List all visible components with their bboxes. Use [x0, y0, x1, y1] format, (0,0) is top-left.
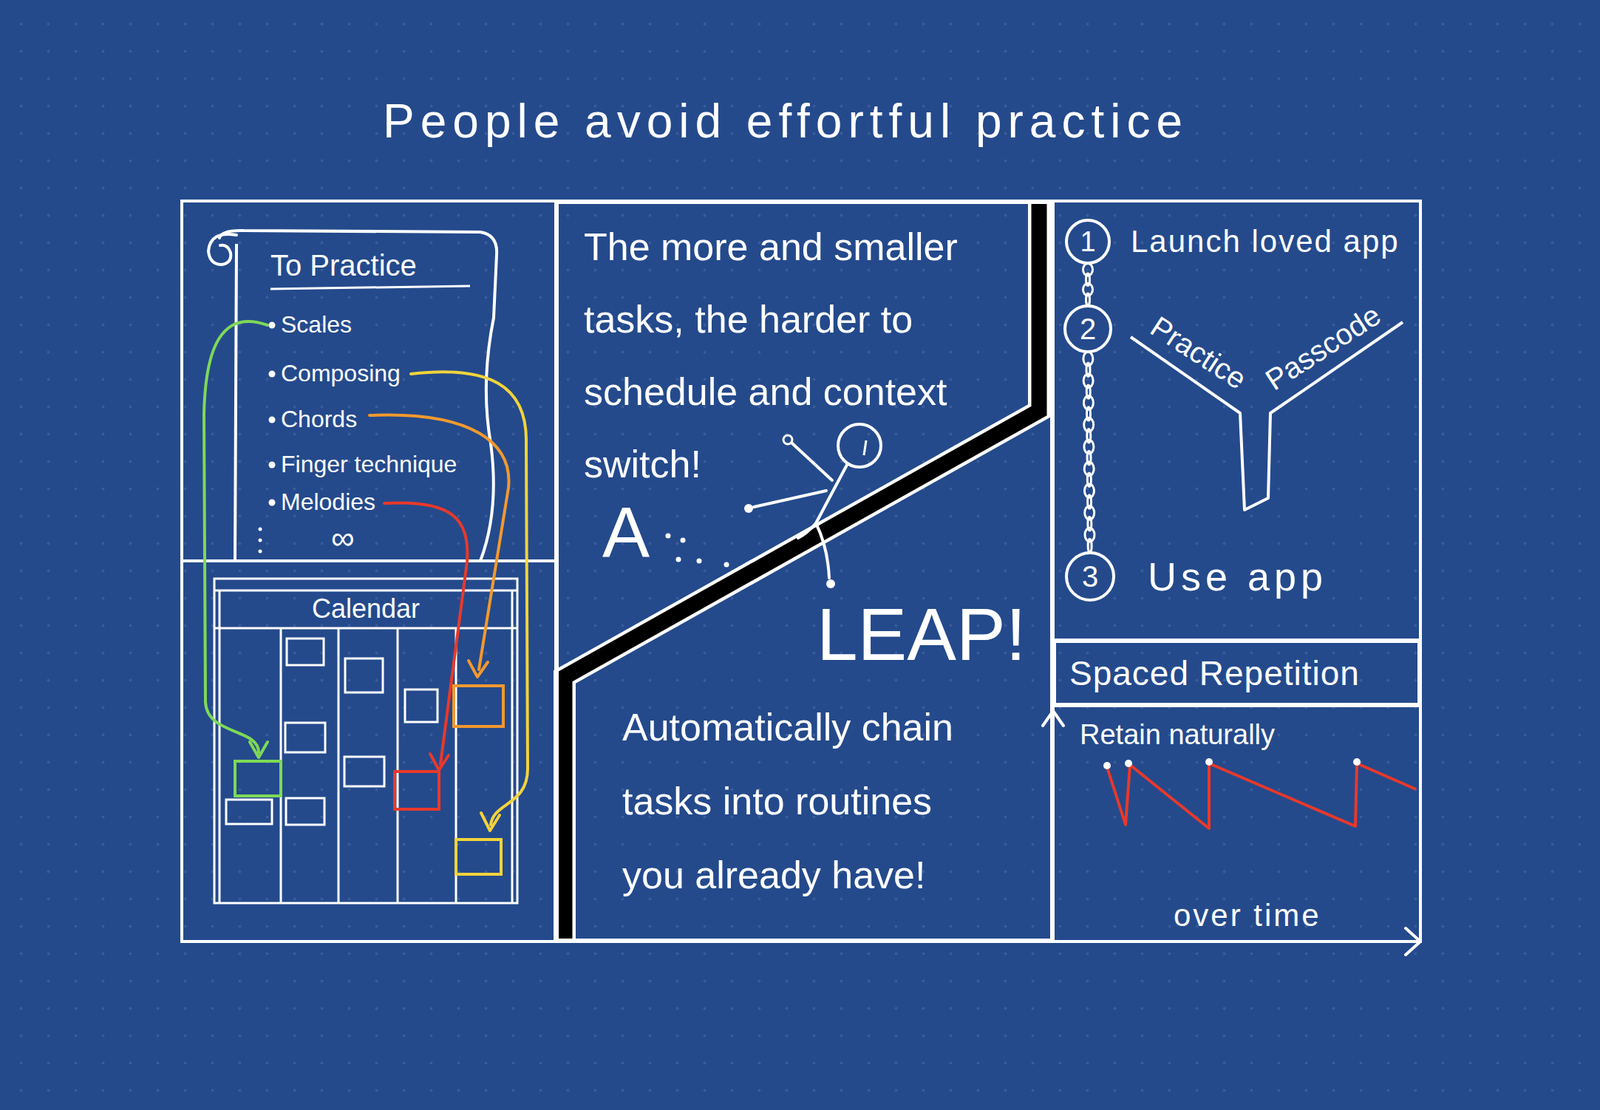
practice-scroll: To PracticeScalesComposingChordsFinger t…	[209, 226, 501, 561]
figure-arm	[792, 443, 833, 481]
leap-label: LEAP!	[816, 597, 1027, 672]
scream-dot	[680, 538, 686, 544]
step-number: 1	[1067, 221, 1108, 262]
panel-divider	[181, 559, 556, 563]
figure-arm	[753, 490, 827, 507]
story-panel: The more and smaller tasks, the harder t…	[555, 201, 1054, 942]
scheduled-slot	[453, 685, 504, 727]
section-band: Spaced Repetition	[1053, 640, 1421, 706]
figure-head	[838, 424, 881, 468]
practice-item: Scales	[280, 310, 352, 339]
figure-hand	[744, 504, 754, 513]
heading-underline	[270, 286, 471, 289]
arrowhead	[249, 741, 268, 758]
scream-letter: A	[602, 496, 650, 568]
review-dot	[1103, 761, 1111, 770]
panel-text: Automatically chain tasks into routines …	[622, 690, 985, 912]
bullet	[269, 370, 276, 378]
bullet	[269, 416, 276, 424]
arrowhead	[430, 753, 449, 771]
scroll-heading: To Practice	[270, 247, 417, 284]
practice-item: Composing	[280, 359, 401, 388]
road-label: Passcode	[1259, 298, 1386, 397]
continuation-dot	[258, 527, 263, 532]
axis-label: over time	[1173, 898, 1322, 933]
schedule-arrow	[203, 321, 268, 753]
scream-dot	[724, 562, 730, 568]
step-number: 3	[1067, 554, 1113, 599]
bullet	[269, 322, 276, 329]
schedule-arrow	[384, 502, 468, 765]
calendar-line	[396, 628, 400, 904]
infinity-mark: ∞	[331, 519, 354, 557]
calendar-line	[218, 590, 221, 904]
scream-dot	[665, 533, 672, 539]
figure-foot	[826, 579, 836, 589]
review-dot	[1353, 758, 1361, 766]
calendar-entry	[404, 689, 438, 723]
scheduled-slot	[455, 839, 502, 875]
panel-text: The more and smaller tasks, the harder t…	[583, 210, 1020, 501]
calendar-entry	[345, 658, 383, 693]
practice-item: Chords	[280, 404, 357, 434]
review-dot	[1124, 759, 1133, 768]
step-circle: 1Launch loved app	[1064, 218, 1111, 265]
practice-item: Finger technique	[280, 450, 457, 479]
calendar-line	[511, 590, 514, 904]
retention-curve	[1107, 763, 1416, 829]
bullet	[269, 499, 276, 507]
scream-dot	[676, 557, 682, 563]
step-label: Launch loved app	[1130, 223, 1400, 261]
arrowhead	[468, 660, 488, 677]
calendar-heading: Calendar	[214, 592, 518, 626]
scroll-outline	[219, 230, 497, 561]
chain-connector	[1083, 263, 1094, 306]
axis-arrowhead	[1042, 710, 1064, 726]
section-heading: Spaced Repetition	[1069, 652, 1360, 694]
calendar-entry	[286, 638, 324, 666]
calendar-entry	[285, 722, 326, 753]
figure-leg	[798, 523, 816, 539]
figure-hand	[783, 435, 793, 445]
calendar-entry	[286, 798, 325, 825]
wall	[564, 201, 1040, 942]
scroll-curl	[208, 234, 237, 265]
chain-connector	[1083, 351, 1095, 553]
arrowhead	[481, 812, 500, 831]
scream-dot	[696, 558, 703, 564]
figure-leg	[815, 523, 830, 578]
scroll-outline	[235, 243, 237, 561]
bullet	[269, 461, 276, 469]
calendar-line	[214, 589, 518, 592]
step-label: Use app	[1147, 552, 1328, 601]
calendar-entry	[344, 756, 385, 787]
step-number: 2	[1066, 307, 1110, 351]
diagram-title: People avoid effortful practice	[0, 91, 1572, 151]
calendar-line	[337, 628, 340, 904]
scheduled-slot	[235, 761, 281, 796]
road-label: Practice	[1144, 309, 1252, 396]
continuation-dot	[258, 549, 263, 554]
step-circle: 2	[1063, 304, 1113, 354]
wall-outline	[564, 201, 1040, 942]
figure-face	[863, 440, 867, 456]
calendar: Calendar	[214, 578, 518, 904]
scheduled-slot	[394, 771, 439, 810]
axis-arrowhead	[1405, 928, 1421, 955]
axis-label: Retain naturally	[1079, 718, 1275, 751]
review-dot	[1205, 758, 1213, 766]
calendar-entry	[226, 799, 272, 825]
continuation-dot	[258, 538, 263, 543]
calendar-line	[214, 627, 518, 630]
calendar-outline	[214, 578, 518, 904]
frame	[181, 201, 1421, 942]
practice-item: Melodies	[280, 487, 376, 516]
figure-body	[815, 464, 847, 524]
schedule-arrow	[410, 371, 528, 825]
step-circle: 3Use app	[1064, 551, 1116, 602]
